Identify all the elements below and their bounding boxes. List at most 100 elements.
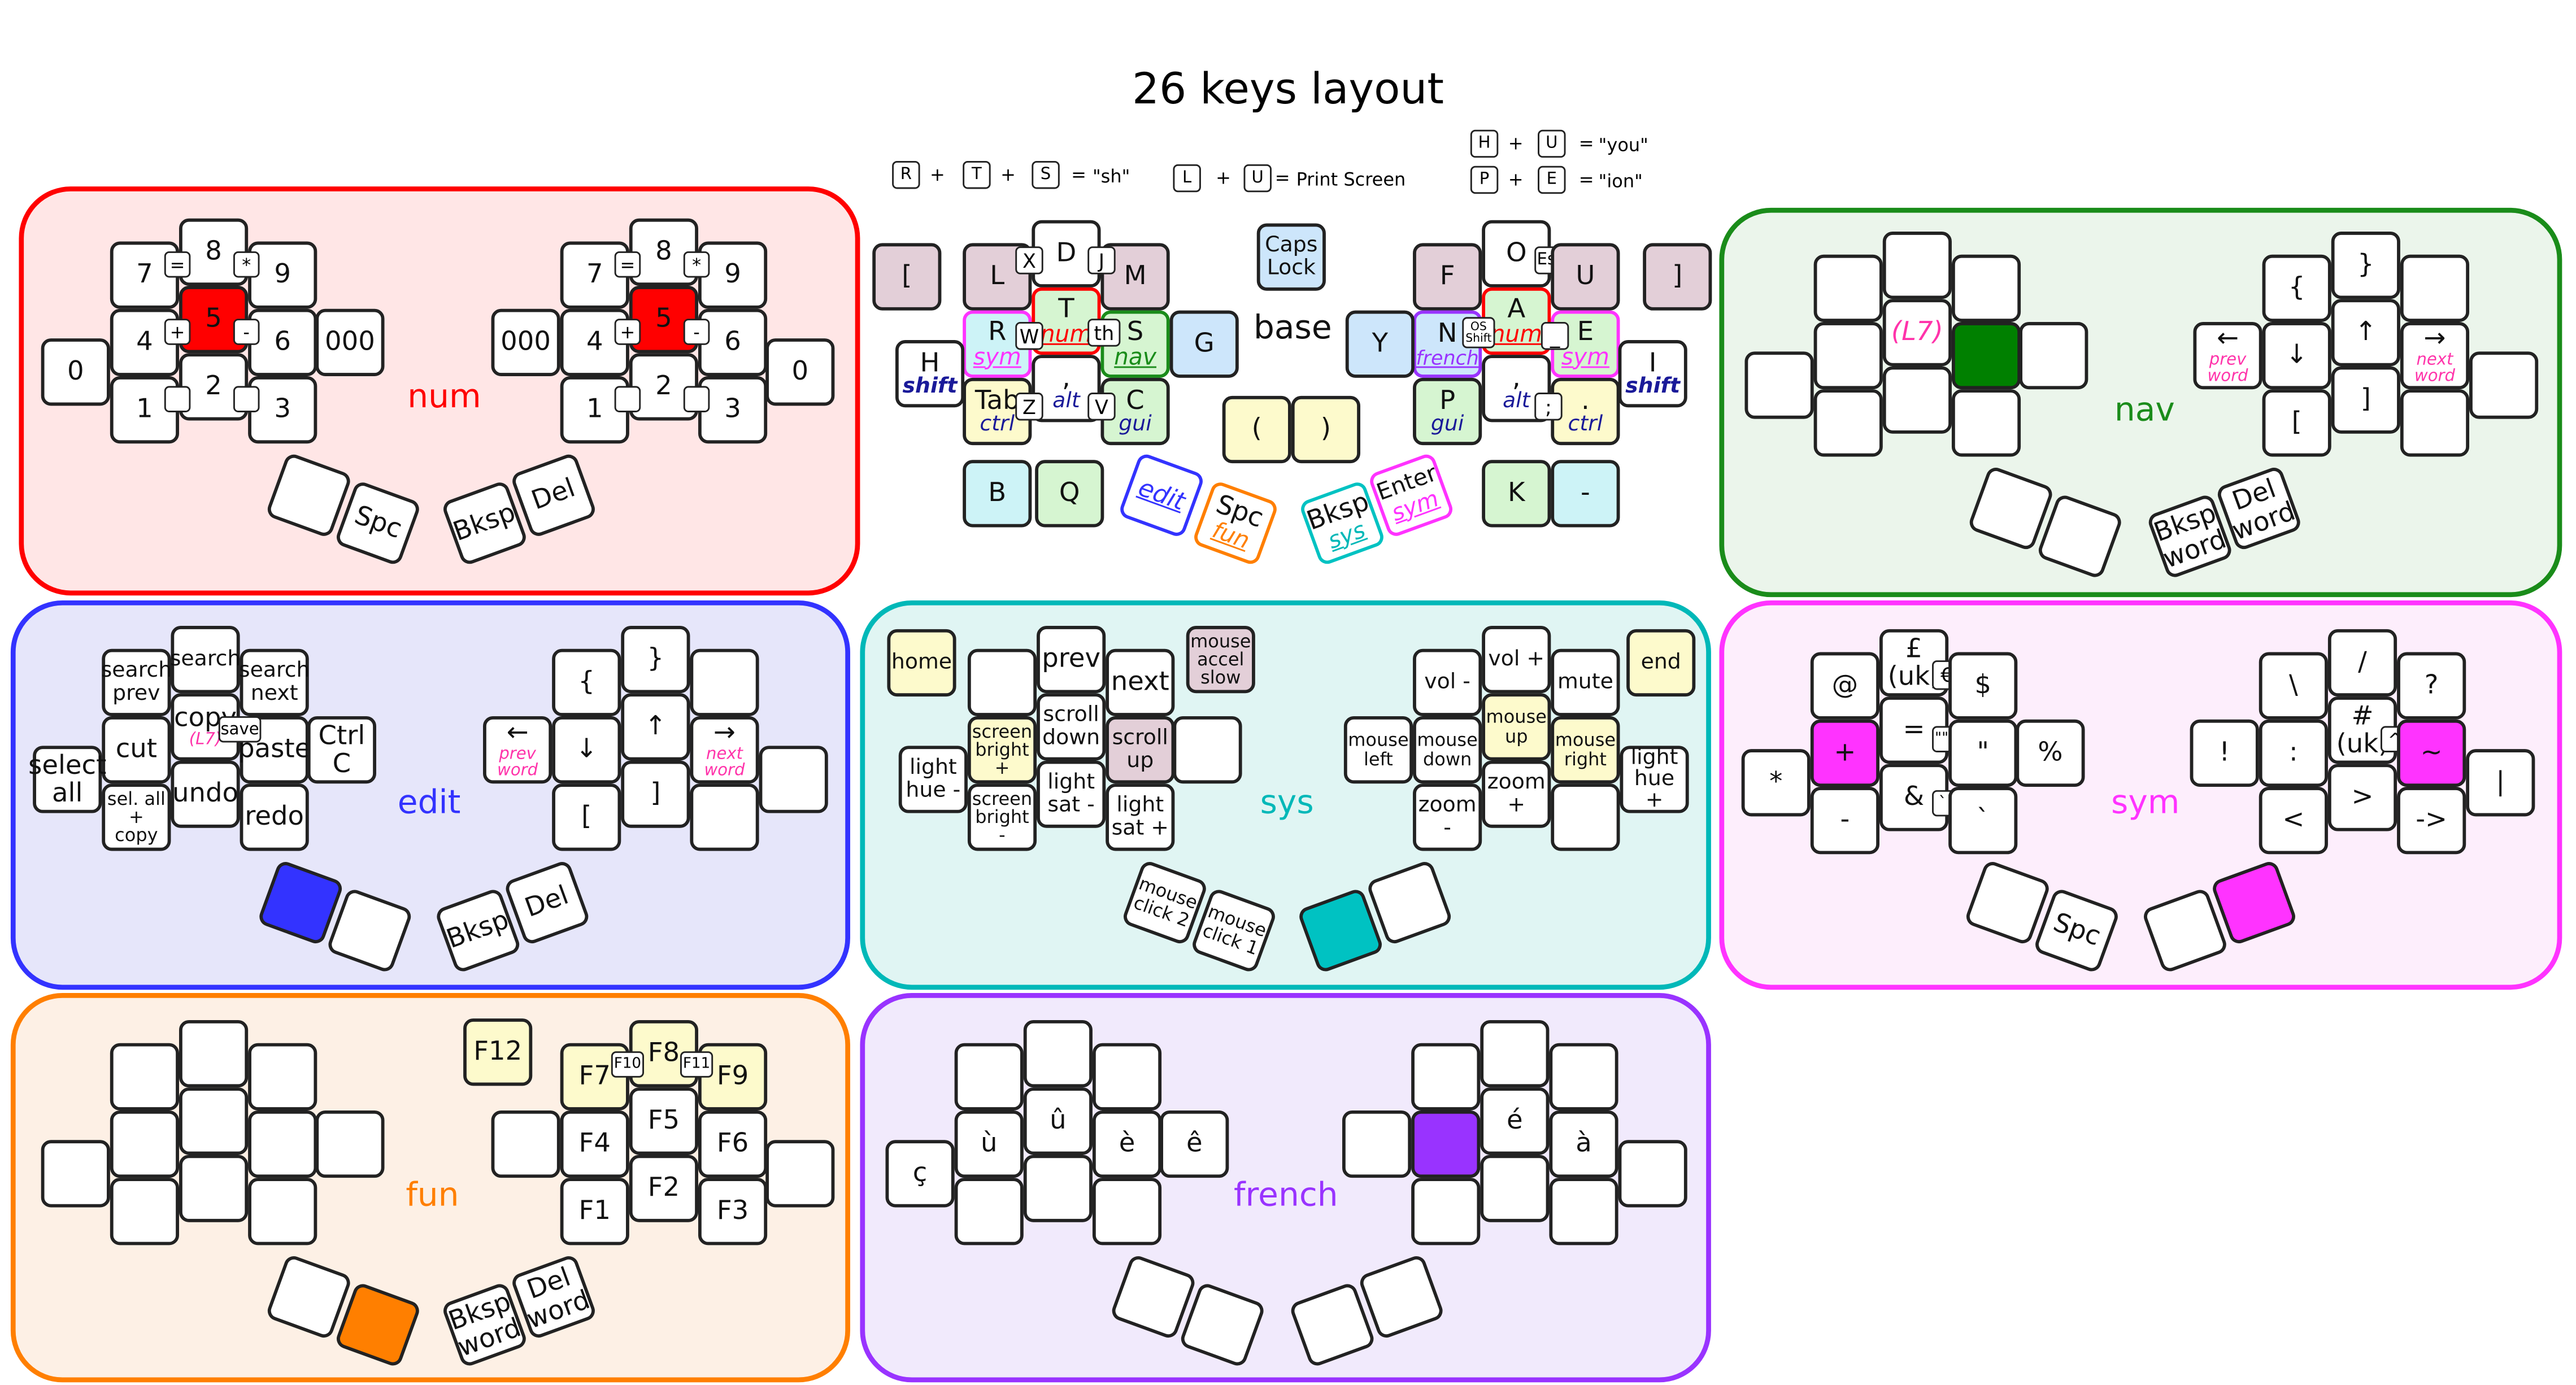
key-a-grave: à xyxy=(1549,1110,1618,1178)
layer-label-fun: fun xyxy=(406,1174,459,1214)
thumb-key-hold-sym xyxy=(2210,859,2298,946)
key xyxy=(1342,1110,1412,1178)
key-left-bracket: [ xyxy=(872,243,942,311)
combo-key-save: save xyxy=(218,716,262,743)
combo-key: P xyxy=(1470,165,1499,194)
key xyxy=(179,1020,249,1088)
key-zoom-out: zoom- xyxy=(1413,783,1482,851)
key xyxy=(2469,351,2539,419)
layer-label-nav: nav xyxy=(2114,389,2175,429)
key xyxy=(1023,1020,1093,1088)
key-arrow: -> xyxy=(2397,787,2466,855)
key-down-arrow: ↓ xyxy=(2262,322,2331,390)
key-question: ? xyxy=(2397,652,2466,720)
combo-key-z: Z xyxy=(1015,393,1043,421)
key xyxy=(1882,366,1952,434)
key: 0 xyxy=(41,338,110,406)
key xyxy=(759,746,828,813)
key xyxy=(41,1140,110,1208)
thumb-key xyxy=(1365,859,1454,946)
combo-key: T xyxy=(963,161,991,189)
key-g: G xyxy=(1169,310,1239,378)
key-equals: = xyxy=(1879,696,1949,764)
key-greater-than: > xyxy=(2327,764,2397,831)
combo-key: L xyxy=(1173,164,1201,193)
key xyxy=(1813,322,1883,390)
key xyxy=(1173,716,1242,784)
key: { xyxy=(2262,254,2331,323)
key-right-paren: ) xyxy=(1291,395,1360,464)
combo-key-x: X xyxy=(1015,246,1043,275)
key-period-ctrl: . ctrl xyxy=(1551,377,1620,446)
combo-key-th: th xyxy=(1087,319,1121,347)
key xyxy=(1411,1178,1481,1245)
key xyxy=(2400,389,2470,457)
key-b: B xyxy=(963,460,1032,528)
combo-key: H xyxy=(1470,129,1499,158)
key xyxy=(248,1043,317,1110)
key-f5: F5 xyxy=(629,1087,698,1155)
thumb-key-del: Del xyxy=(510,451,598,539)
layer-label-num: num xyxy=(407,376,481,416)
key-minus: - xyxy=(1551,460,1620,528)
combo-key: - xyxy=(683,319,710,345)
key xyxy=(315,1110,385,1178)
key: { xyxy=(552,648,621,716)
key: 0 xyxy=(765,338,835,406)
key-pipe: | xyxy=(2466,749,2535,817)
thumb-key xyxy=(325,887,414,974)
key-e-grave: è xyxy=(1092,1110,1162,1178)
thumb-key-hold-fun xyxy=(334,1281,422,1369)
key-at: @ xyxy=(1810,652,1879,720)
combo-key-w: W xyxy=(1015,322,1043,350)
key: ] xyxy=(621,760,690,828)
key xyxy=(690,648,759,716)
combo-key-v: V xyxy=(1087,393,1116,421)
key xyxy=(1549,1178,1618,1245)
key-u: U xyxy=(1551,243,1620,311)
key-f2: F2 xyxy=(629,1155,698,1222)
thumb-key-bksp: Bksp xyxy=(434,887,523,974)
key-next-word: → next word xyxy=(690,716,759,784)
key xyxy=(1551,783,1620,851)
thumb-key-bksp: Bksp xyxy=(441,480,529,567)
key-search: search xyxy=(170,626,241,694)
thumb-key xyxy=(1178,1281,1267,1369)
layer-label-edit: edit xyxy=(397,782,461,822)
combo-key xyxy=(164,386,191,412)
key-hash: #(uk) xyxy=(2327,696,2397,764)
key xyxy=(491,1110,560,1178)
combo-key: = xyxy=(614,251,641,278)
key: 6 xyxy=(698,308,768,376)
key-f: F xyxy=(1413,243,1482,311)
key xyxy=(1813,254,1883,323)
key-colon: : xyxy=(2259,719,2328,787)
key: [ xyxy=(552,783,621,851)
combo-key-f11: F11 xyxy=(680,1051,713,1078)
key-l7: (L7) xyxy=(1882,299,1952,367)
key xyxy=(1813,389,1883,457)
key-prev-word: ← prev word xyxy=(2193,322,2262,390)
key-down-arrow: ↓ xyxy=(552,716,621,784)
key xyxy=(110,1178,179,1245)
combo-key: S xyxy=(1032,161,1060,189)
key xyxy=(179,1087,249,1155)
layer-label-sys: sys xyxy=(1260,782,1314,822)
combo-key: - xyxy=(233,319,260,345)
key-double-quote: " xyxy=(1948,719,2018,787)
key-backtick: ` xyxy=(1948,787,2018,855)
key xyxy=(1480,1020,1550,1088)
combo-key: U xyxy=(1243,164,1272,193)
thumb-key-edit: edit xyxy=(1117,451,1206,539)
key xyxy=(1549,1043,1618,1110)
